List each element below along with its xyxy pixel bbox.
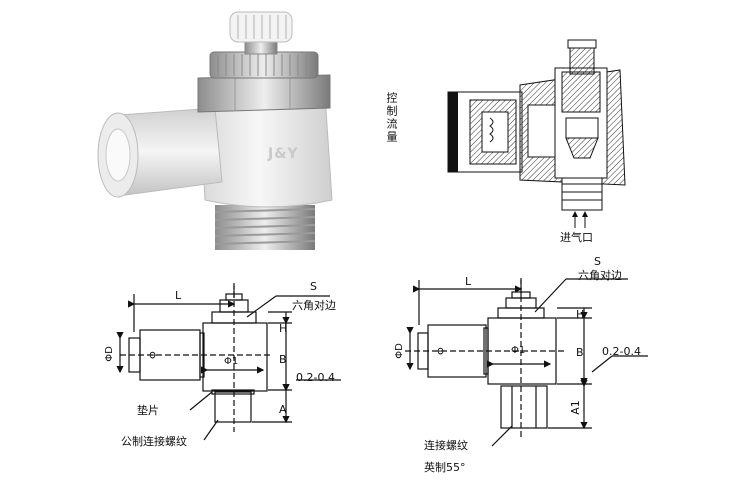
drawing-right [405,278,648,447]
dim-b-left: B [279,353,287,366]
inlet-label: 进气口 [560,231,593,244]
dim-phid-right: ΦD [393,343,405,359]
flow-control-label: 控制流量 [385,92,398,144]
dim-s-left: S [310,280,317,293]
drawing-left [116,283,341,441]
thread-standard-label: 英制55° [424,461,466,474]
range-right: 0.2-0.4 [602,345,641,358]
dim-l-right: L [465,275,472,288]
section-view [447,39,626,228]
dim-h-left: H [279,322,288,335]
dim-a1-right: A1 [568,400,582,415]
thread-label-left: 公制连接螺纹 [121,435,187,448]
dim-l-left: L [175,289,182,302]
dim-phi1-right: Φ1 [511,345,526,356]
dim-b-right: B [576,346,584,359]
hex-label-left: 六角对边 [292,299,336,312]
dim-a-left: A [279,403,287,416]
washer-label: 垫片 [137,404,159,417]
brand-logo-text: J&Y [268,146,299,162]
dim-phid-left: ΦD [103,346,115,362]
dim-phi-left: Φ [147,351,159,359]
dim-s-right: S [594,255,601,268]
range-left: 0.2-0.4 [296,371,335,384]
thread-label-right: 连接螺纹 [424,439,468,452]
product-photo [97,11,333,250]
dim-h-right: H [576,308,585,321]
hex-label-right: 六角对边 [578,269,622,282]
dim-phi1-left: Φ1 [224,356,239,367]
dim-phi-right: Φ [435,347,447,355]
